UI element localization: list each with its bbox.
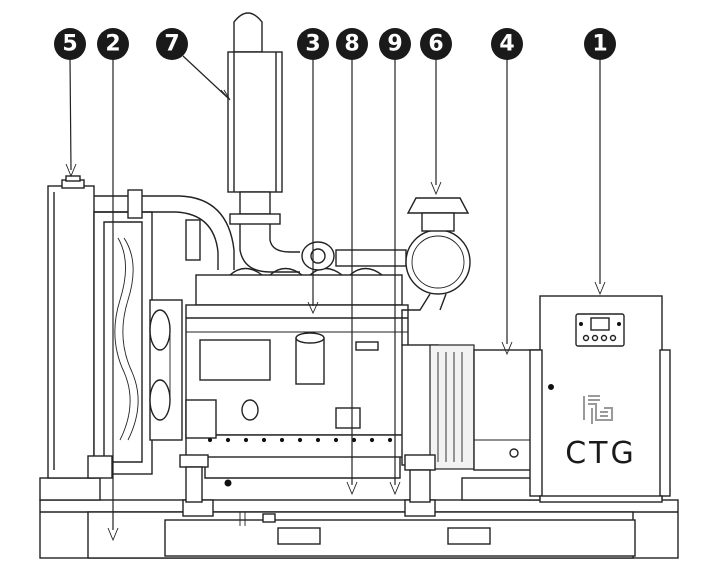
callout-number: 6 [428, 32, 443, 57]
engine-block [179, 267, 409, 503]
callout-3: 3 [297, 28, 329, 60]
callout-1: 1 [584, 28, 616, 60]
fan-belt [149, 299, 183, 441]
exhaust-silencer [227, 12, 300, 273]
callout-number: 2 [105, 32, 120, 57]
control-panel: CTG [529, 295, 671, 503]
alternator [401, 344, 541, 503]
callout-5: 5 [54, 28, 86, 60]
callout-number: 8 [344, 32, 359, 57]
callout-6: 6 [420, 28, 452, 60]
callout-7: 7 [156, 28, 188, 60]
callout-8: 8 [336, 28, 368, 60]
ctg-logo-icon [583, 395, 613, 424]
callout-number: 9 [387, 32, 402, 57]
radiator [47, 175, 153, 479]
coolant-pipe [94, 189, 235, 270]
callout-number: 5 [62, 32, 77, 57]
callout-number: 7 [164, 32, 179, 57]
callout-9: 9 [379, 28, 411, 60]
brand-name: CTG [565, 436, 637, 471]
callout-number: 3 [305, 32, 320, 57]
callout-number: 1 [592, 32, 607, 57]
callout-number: 4 [499, 32, 514, 57]
turbocharger [301, 241, 407, 271]
callout-4: 4 [491, 28, 523, 60]
controller-module [575, 313, 625, 347]
leader-lines [65, 55, 606, 542]
air-filter [401, 197, 471, 345]
callout-2: 2 [97, 28, 129, 60]
